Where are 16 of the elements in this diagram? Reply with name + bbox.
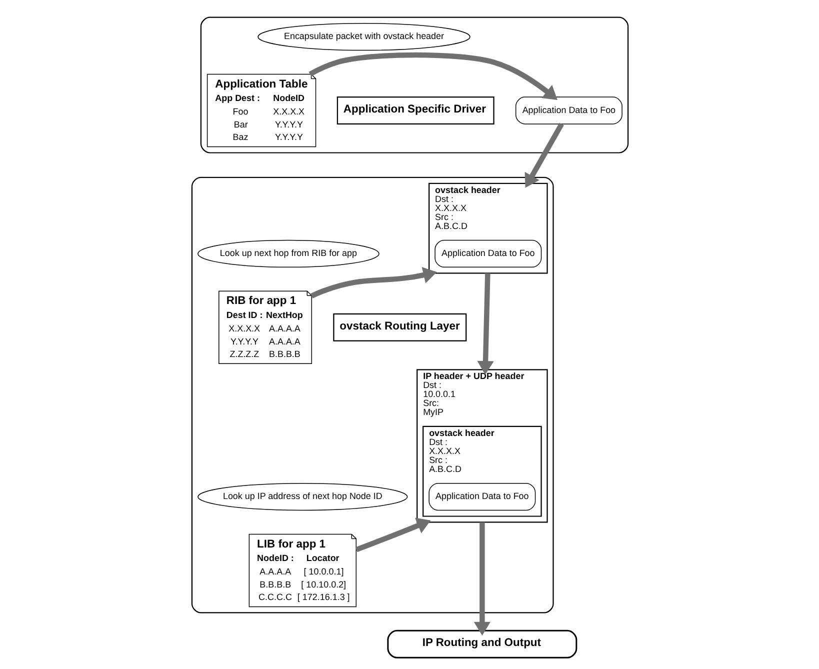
node-ellipse: Encapsulate packet with ovstack header (257, 22, 470, 51)
node-box: ovstack Routing Layer (332, 313, 466, 342)
cluster (200, 16, 628, 154)
arrow (310, 267, 436, 298)
node-ellipse: Look up IP address of next hop Node ID (197, 482, 408, 511)
arrow (476, 273, 494, 375)
node-box: Application Data to Foo (434, 240, 542, 268)
node-ellipse: Look up next hop from RIB for app (197, 240, 379, 268)
node-box: IP Routing and Output (386, 630, 577, 658)
arrow (473, 522, 490, 636)
cluster (190, 176, 554, 614)
node-box: Application Data to Foo (514, 96, 622, 124)
node-box: Application Data to Foo (428, 482, 536, 511)
node-box: Application Specific Driver (336, 96, 494, 125)
arrow (354, 518, 430, 552)
arrow (524, 122, 564, 188)
